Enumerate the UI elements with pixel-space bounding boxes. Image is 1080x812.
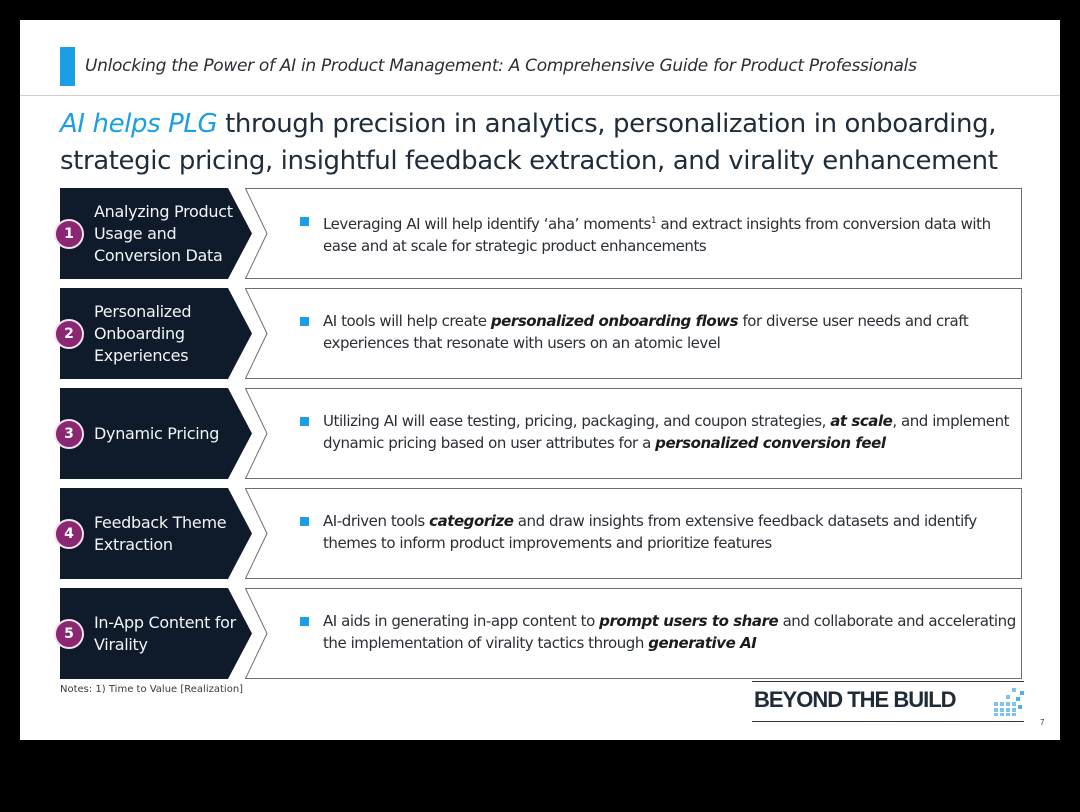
- text-fragment: and draw insights from extensive feedbac…: [323, 512, 977, 552]
- square-bullet-icon: [300, 317, 309, 326]
- text-fragment: and extract insights from conversion dat…: [323, 215, 991, 255]
- square-bullet-icon: [300, 417, 309, 426]
- emphasis-text: generative AI: [648, 634, 757, 652]
- headline-highlight: AI helps PLG: [60, 109, 218, 139]
- row-chevron: 4 Feedback Theme Extraction: [54, 488, 254, 579]
- feature-row: 1 Analyzing Product Usage and Conversion…: [54, 188, 1022, 279]
- row-description: AI tools will help create personalized o…: [323, 310, 1023, 354]
- feature-row: 2 Personalized Onboarding Experiences AI…: [54, 288, 1022, 379]
- headline: AI helps PLG through precision in analyt…: [60, 106, 1040, 180]
- square-bullet-icon: [300, 517, 309, 526]
- row-title: Personalized Onboarding Experiences: [94, 301, 192, 365]
- step-number-badge: 5: [54, 619, 84, 649]
- text-fragment: , and implement dynamic pricing based on…: [323, 412, 1010, 452]
- logo-divider-top: [752, 681, 1024, 682]
- row-description-box: AI-driven tools categorize and draw insi…: [245, 488, 1022, 579]
- row-description-box: Leveraging AI will help identify ‘aha’ m…: [245, 188, 1022, 279]
- emphasis-text: personalized conversion feel: [655, 434, 886, 452]
- text-fragment: AI aids in generating in-app content to: [323, 612, 600, 630]
- row-description: Utilizing AI will ease testing, pricing,…: [323, 410, 1023, 454]
- text-fragment: Utilizing AI will ease testing, pricing,…: [323, 412, 831, 430]
- row-description-box: AI aids in generating in-app content to …: [245, 588, 1022, 679]
- text-fragment: AI tools will help create: [323, 312, 491, 330]
- feature-row: 3 Dynamic Pricing Utilizing AI will ease…: [54, 388, 1022, 479]
- row-title: Analyzing Product Usage and Conversion D…: [94, 201, 233, 265]
- row-chevron: 2 Personalized Onboarding Experiences: [54, 288, 254, 379]
- step-number-badge: 2: [54, 319, 84, 349]
- header-accent-bar: [60, 47, 75, 86]
- slide: Unlocking the Power of AI in Product Man…: [20, 20, 1060, 740]
- row-description-box: Utilizing AI will ease testing, pricing,…: [245, 388, 1022, 479]
- row-title: Feedback Theme Extraction: [94, 512, 227, 554]
- headline-rest: through precision in analytics, personal…: [60, 109, 998, 176]
- text-fragment: for diverse user needs and craft experie…: [323, 312, 969, 352]
- footnote-marker: 1: [650, 216, 657, 226]
- header-title: Unlocking the Power of AI in Product Man…: [85, 56, 917, 76]
- text-fragment: and collaborate and accelerating the imp…: [323, 612, 1016, 652]
- emphasis-text: personalized onboarding flows: [490, 312, 739, 330]
- row-chevron: 5 In-App Content for Virality: [54, 588, 254, 679]
- row-title: Dynamic Pricing: [94, 423, 220, 443]
- row-description: Leveraging AI will help identify ‘aha’ m…: [323, 210, 1023, 257]
- row-description-box: AI tools will help create personalized o…: [245, 288, 1022, 379]
- footnote: Notes: 1) Time to Value [Realization]: [60, 684, 244, 695]
- step-number-badge: 4: [54, 519, 84, 549]
- header-divider: [20, 95, 1060, 96]
- row-chevron: 1 Analyzing Product Usage and Conversion…: [54, 188, 254, 279]
- emphasis-text: categorize: [429, 512, 514, 530]
- brand-logo-icon: [992, 687, 1026, 717]
- feature-row: 4 Feedback Theme Extraction AI-driven to…: [54, 488, 1022, 579]
- row-description: AI aids in generating in-app content to …: [323, 610, 1023, 654]
- emphasis-text: prompt users to share: [599, 612, 779, 630]
- text-fragment: Leveraging AI will help identify ‘aha’ m…: [323, 215, 651, 233]
- row-description: AI-driven tools categorize and draw insi…: [323, 510, 1023, 554]
- page-number: 7: [1040, 718, 1045, 727]
- step-number-badge: 1: [54, 219, 84, 249]
- text-fragment: AI-driven tools: [323, 512, 430, 530]
- square-bullet-icon: [300, 217, 309, 226]
- row-title: In-App Content for Virality: [94, 612, 236, 654]
- emphasis-text: at scale: [830, 412, 893, 430]
- square-bullet-icon: [300, 617, 309, 626]
- row-chevron: 3 Dynamic Pricing: [54, 388, 254, 479]
- step-number-badge: 3: [54, 419, 84, 449]
- feature-row: 5 In-App Content for Virality AI aids in…: [54, 588, 1022, 679]
- brand-logo-text: BEYOND THE BUILD: [754, 687, 957, 712]
- logo-divider-bottom: [752, 721, 1024, 722]
